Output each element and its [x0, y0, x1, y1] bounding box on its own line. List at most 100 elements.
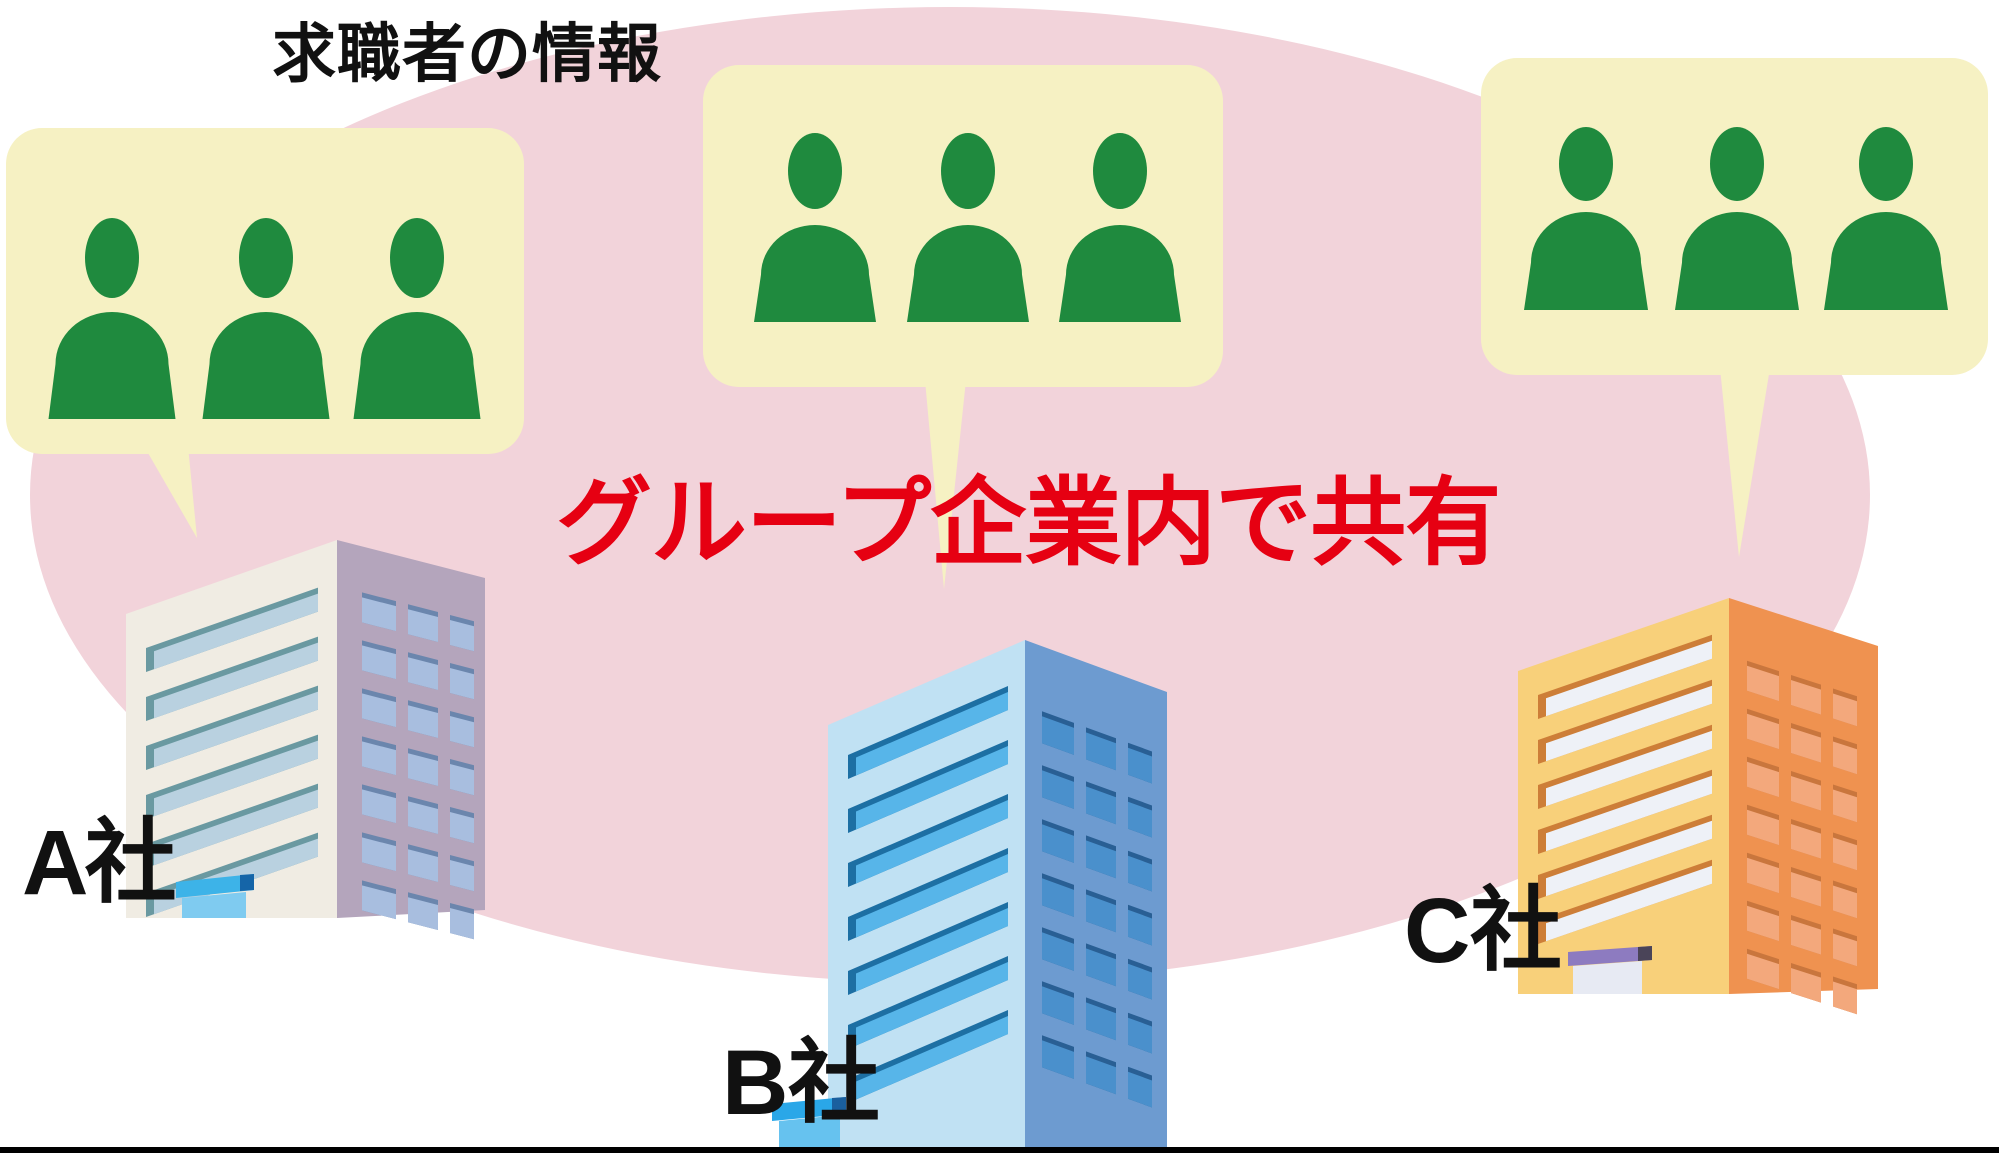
side-window — [408, 801, 438, 834]
speech-bubble-a — [6, 128, 524, 538]
entrance-door — [779, 1115, 840, 1150]
window-strip — [856, 746, 1008, 830]
entrance-awning — [176, 874, 254, 898]
side-window — [1042, 986, 1074, 1025]
person-icon — [48, 218, 176, 419]
side-window — [408, 753, 438, 786]
entrance-door — [182, 892, 246, 918]
side-window — [1128, 1017, 1152, 1054]
side-window — [1747, 809, 1779, 846]
window-strip — [856, 1016, 1008, 1100]
side-window — [362, 741, 396, 776]
building-c — [1518, 598, 1878, 1015]
person-head-icon — [390, 218, 444, 298]
side-window — [1833, 837, 1857, 871]
side-window — [1042, 770, 1074, 809]
side-window — [1791, 967, 1821, 1003]
side-window — [1791, 679, 1821, 715]
person-icon — [754, 133, 876, 322]
entrance-awning — [1568, 946, 1652, 966]
person-head-icon — [788, 133, 842, 209]
window-strip — [1546, 865, 1712, 942]
side-window — [1747, 905, 1779, 942]
side-window — [1086, 786, 1116, 825]
side-window — [408, 849, 438, 882]
side-window — [450, 764, 474, 796]
window-strip — [856, 854, 1008, 938]
entrance-awning — [772, 1097, 846, 1121]
company-label-b: B 社 — [722, 1032, 881, 1134]
side-window — [1128, 1071, 1152, 1108]
side-window — [408, 657, 438, 690]
building-b — [772, 640, 1167, 1150]
person-icon — [1059, 133, 1181, 322]
window-strip — [856, 800, 1008, 884]
awning-tab — [1638, 946, 1652, 961]
side-window — [362, 837, 396, 872]
person-head-icon — [1093, 133, 1147, 209]
person-body — [1675, 212, 1799, 310]
side-window — [1042, 932, 1074, 971]
side-window — [1042, 716, 1074, 755]
speech-bubble-tail — [925, 380, 966, 589]
side-window — [1128, 963, 1152, 1000]
side-window — [408, 897, 438, 930]
person-body — [353, 312, 481, 419]
person-body — [1824, 212, 1948, 310]
company-label-c: C 社 — [1404, 880, 1563, 982]
speech-bubble-tail — [1720, 368, 1770, 557]
person-body — [1059, 224, 1181, 322]
side-window — [450, 668, 474, 700]
side-window — [362, 645, 396, 680]
person-body — [907, 224, 1029, 322]
side-window — [1791, 871, 1821, 907]
side-window — [1086, 1056, 1116, 1095]
side-window — [450, 860, 474, 892]
person-icon — [1675, 127, 1799, 310]
person-head-icon — [85, 218, 139, 298]
window-strip — [1546, 685, 1712, 762]
bottom-border — [0, 1147, 1999, 1153]
side-window — [1086, 1002, 1116, 1041]
window-strip — [154, 642, 318, 719]
side-window — [1042, 1040, 1074, 1079]
side-window — [1747, 665, 1779, 702]
side-window — [1128, 747, 1152, 784]
side-window — [1791, 727, 1821, 763]
side-window — [450, 908, 474, 940]
side-window — [450, 716, 474, 748]
window-strip — [154, 691, 318, 768]
speech-bubble-tail — [144, 446, 197, 538]
window-strip — [856, 908, 1008, 992]
person-icon — [907, 133, 1029, 322]
side-window — [1833, 693, 1857, 727]
side-window — [1747, 857, 1779, 894]
side-window — [408, 609, 438, 642]
side-window — [1042, 878, 1074, 917]
person-icon — [1824, 127, 1948, 310]
side-window — [450, 812, 474, 844]
person-body — [202, 312, 330, 419]
person-head-icon — [1559, 127, 1613, 201]
window-strip — [154, 593, 318, 670]
side-window — [1791, 775, 1821, 811]
side-window — [450, 620, 474, 652]
window-strip — [154, 740, 318, 817]
window-strip — [1546, 730, 1712, 807]
job-seekers-info-label: 求職者の情報 — [272, 18, 662, 90]
speech-bubble-b — [703, 65, 1223, 589]
side-window — [1747, 713, 1779, 750]
side-window — [1747, 761, 1779, 798]
company-label-a: A 社 — [22, 812, 177, 914]
person-icon — [202, 218, 330, 419]
window-strip — [1546, 775, 1712, 852]
person-head-icon — [1710, 127, 1764, 201]
person-icon — [1524, 127, 1648, 310]
window-strip — [856, 692, 1008, 776]
side-window — [1791, 919, 1821, 955]
side-window — [1086, 840, 1116, 879]
person-head-icon — [941, 133, 995, 209]
side-window — [1833, 789, 1857, 823]
person-head-icon — [239, 218, 293, 298]
